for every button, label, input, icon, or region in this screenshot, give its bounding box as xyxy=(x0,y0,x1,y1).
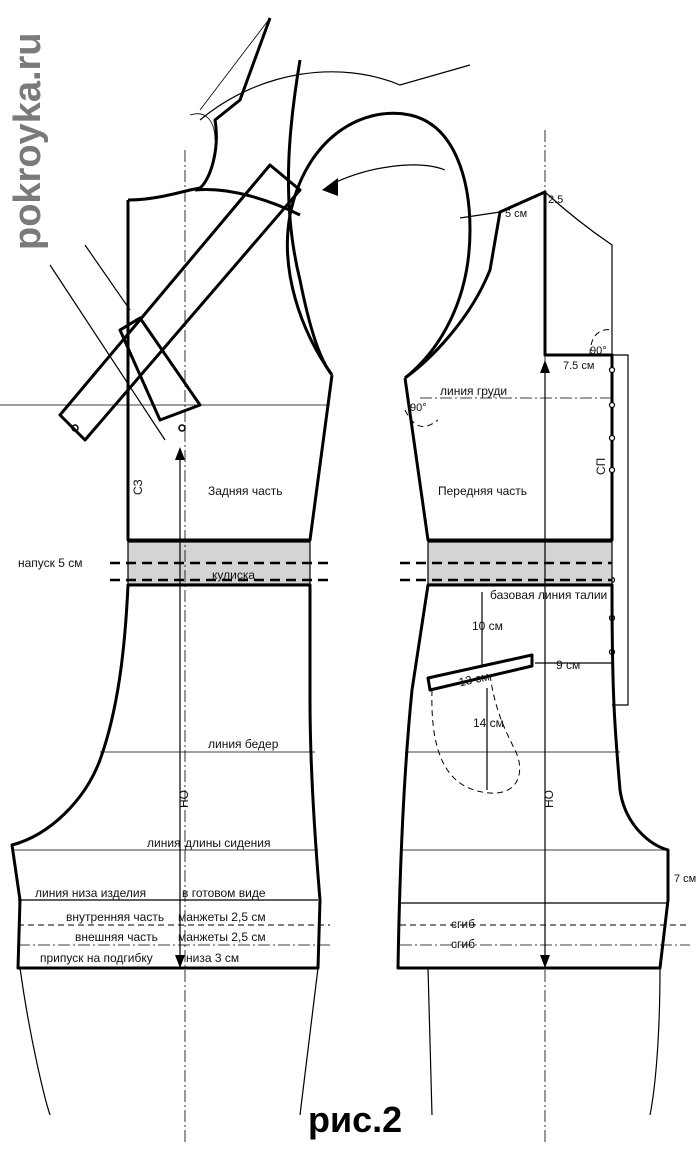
bust-line-label: линия груди xyxy=(440,384,507,398)
fold-label-2: сгиб xyxy=(451,937,475,951)
buttonhole-icon xyxy=(71,424,79,432)
neck-angle-label: 90° xyxy=(590,345,607,357)
back-grainline-arrow-up xyxy=(175,447,185,460)
front-grainline-arrow-up xyxy=(540,360,550,373)
waist-line-label: базовая линия талии xyxy=(490,588,607,602)
front-trouser-outline xyxy=(396,583,670,970)
back-title: Задняя часть xyxy=(208,484,283,498)
neck-angle-arc xyxy=(589,329,613,356)
front-panel: Передняя часть СП НО линия груди базовая… xyxy=(396,130,696,1145)
hip-line-label: линия бедер xyxy=(208,737,279,751)
back-bodice-outline xyxy=(126,17,334,542)
armhole-curve xyxy=(285,111,472,380)
back-grainline-arrow-down xyxy=(175,955,185,968)
back-strap-guides xyxy=(49,244,166,441)
figure-caption: рис.2 xyxy=(308,1099,402,1140)
outer-cuff-label-b: манжеты 2,5 см xyxy=(178,930,266,944)
inner-cuff-label-a: внутренняя часть xyxy=(66,910,164,924)
back-strap-short xyxy=(118,316,202,422)
hem-allowance-label-a: припуск на подгибку xyxy=(40,951,153,965)
back-neck xyxy=(189,113,216,141)
front-grainline-label: НО xyxy=(542,790,556,808)
armhole-loop xyxy=(199,64,472,380)
hem-line-label-b: в готовом виде xyxy=(182,886,266,900)
back-strap-long xyxy=(58,163,302,442)
casing-label: кулиска xyxy=(212,568,255,582)
front-grainline-arrow-down xyxy=(540,955,550,968)
neck-7-5-label: 7.5 см xyxy=(563,360,594,372)
armhole-arrow-path xyxy=(329,164,446,186)
back-guide-line xyxy=(199,17,271,111)
pocket-down-label: 10 см xyxy=(472,619,503,633)
button-icon xyxy=(608,401,616,409)
back-panel: Задняя часть СЗ НО напуск 5 см кулиска л… xyxy=(10,17,334,1145)
seat-line-label-a: линия xyxy=(147,836,181,850)
outer-cuff-label-a: внешняя часть xyxy=(75,930,158,944)
center-front-label: СП xyxy=(594,458,608,475)
buttonhole-icon xyxy=(178,424,186,432)
back-side-seam: СЗ xyxy=(131,479,145,495)
button-icon xyxy=(608,434,616,442)
armhole-guide xyxy=(199,64,471,121)
front-lower-leg xyxy=(427,967,661,1116)
watermark: pokroyka.ru xyxy=(7,32,49,250)
front-bodice-outline xyxy=(403,190,614,542)
pocket-depth-label: 14 см xyxy=(473,716,504,730)
inner-cuff-label-b: манжеты 2,5 см xyxy=(178,910,266,924)
pocket-bag xyxy=(431,674,521,794)
front-neck-line xyxy=(459,191,613,355)
back-grainline-label: НО xyxy=(177,790,191,808)
allowance-label: напуск 5 см xyxy=(18,556,83,570)
button-icon xyxy=(608,466,616,474)
side-7-label: 7 см xyxy=(674,873,696,885)
arrow-icon xyxy=(322,178,338,196)
front-placket xyxy=(612,354,629,706)
pocket-welt xyxy=(426,653,534,692)
shoulder-5-label: 5 см xyxy=(505,208,527,220)
back-trouser-outline xyxy=(10,583,322,970)
front-title: Передняя часть xyxy=(438,484,527,498)
armhole-angle-arc xyxy=(404,409,439,428)
hem-line-label-a: линия низа изделия xyxy=(35,886,146,900)
back-straps xyxy=(49,163,302,442)
shoulder-2-5-label: 2.5 xyxy=(548,194,563,206)
seat-line-label-b: длины сидения xyxy=(185,836,271,850)
back-lower-leg xyxy=(19,967,319,1116)
pocket-width-label: 13 см xyxy=(457,669,490,689)
fold-label-1: сгиб xyxy=(451,917,475,931)
pocket-offset-label: 9 см xyxy=(556,658,580,672)
armhole-angle-label: 90° xyxy=(410,402,427,414)
hem-allowance-label-b: низа 3 см xyxy=(186,951,239,965)
button-icon xyxy=(608,366,616,374)
